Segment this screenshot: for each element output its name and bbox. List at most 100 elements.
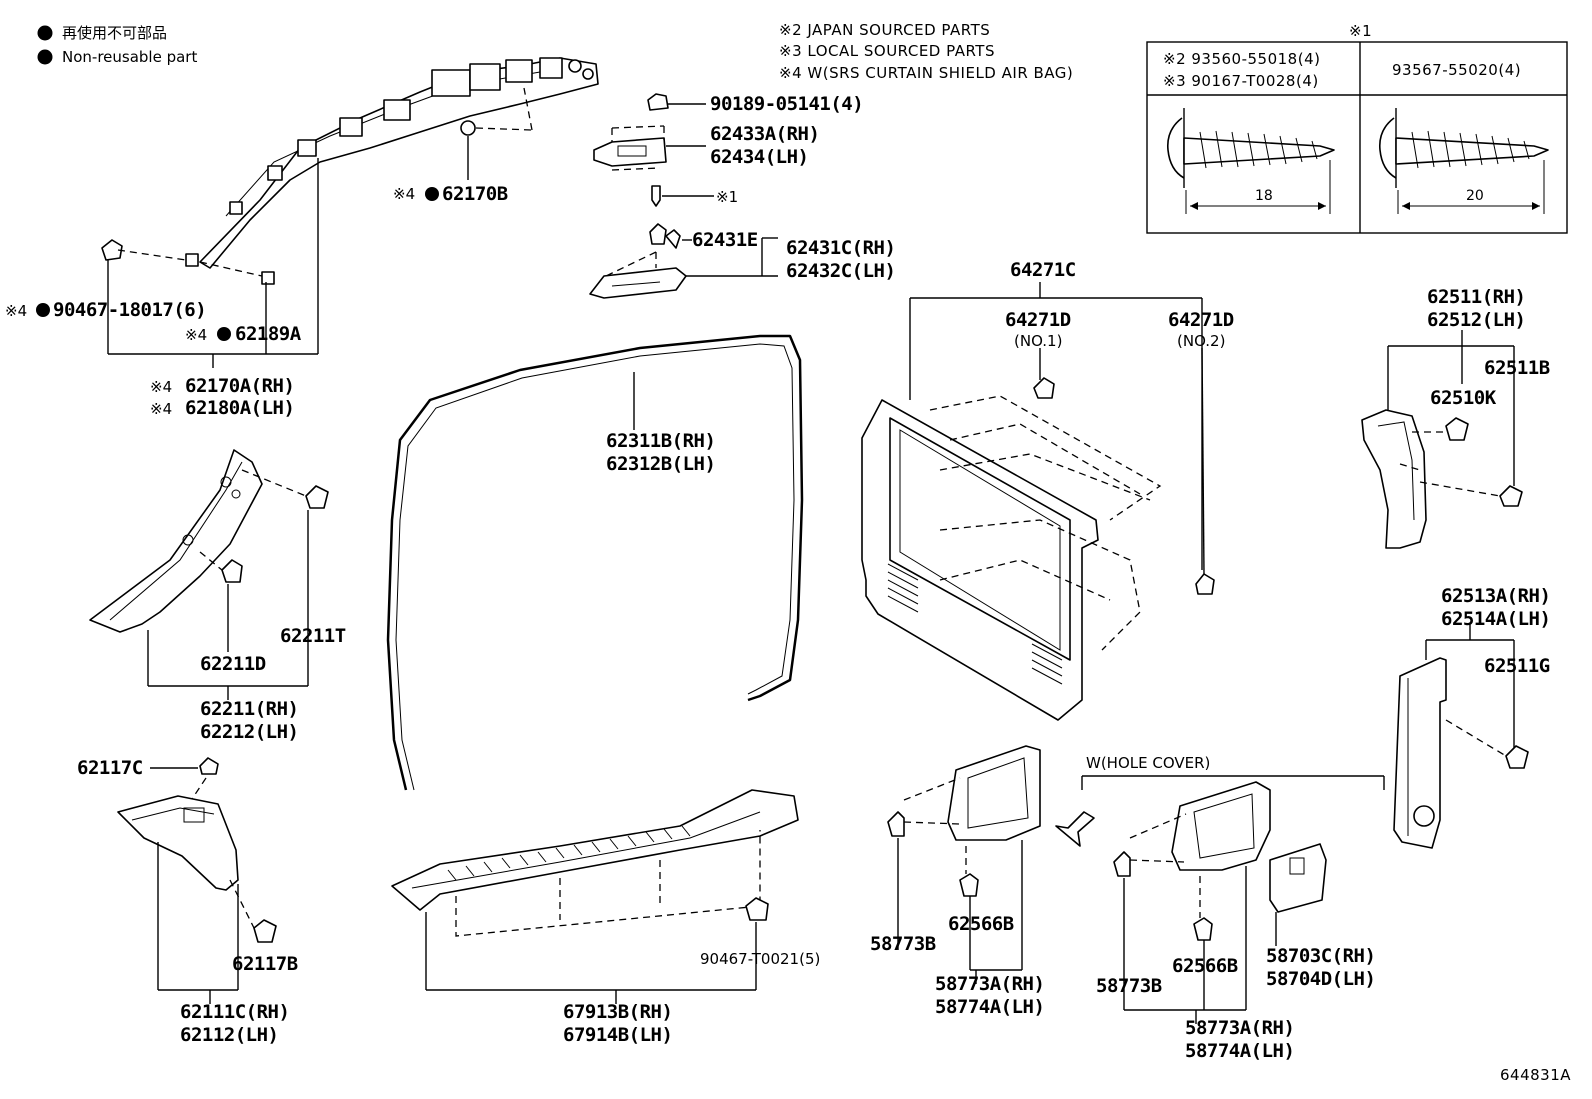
vent-icon	[887, 563, 919, 613]
label-62311b: 62311B(RH)	[606, 430, 715, 452]
screw-table: ※1 ※2 93560-55018(4) ※3 90167-T0028(4) 9…	[1146, 22, 1568, 234]
rear-panel	[861, 282, 1215, 721]
label-62111c: 62111C(RH)	[180, 1001, 289, 1023]
label-67913b: 67913B(RH)	[563, 1001, 672, 1023]
pillar-garnish-upper	[1361, 330, 1523, 549]
screw-left-line2: ※3 90167-T0028(4)	[1163, 72, 1319, 90]
label-62211d: 62211D	[200, 653, 266, 675]
clip-icon	[745, 897, 769, 921]
label-58773b-a: 58773B	[870, 933, 936, 955]
legend-en: Non-reusable part	[62, 48, 197, 66]
label-62211: 62211(RH)	[200, 698, 298, 720]
curtain-shield-airbag	[101, 57, 599, 368]
label-62112: 62112(LH)	[180, 1024, 278, 1046]
label-62189a: 62189A	[235, 323, 302, 345]
label-64271c: 64271C	[1010, 259, 1076, 281]
label-62431c: 62431C(RH)	[786, 237, 895, 259]
label-62514a: 62514A(LH)	[1441, 608, 1550, 630]
deck-trim-a	[887, 745, 1095, 984]
label-mark4: ※4	[393, 185, 415, 203]
clip-icon	[460, 120, 476, 136]
label-no1: (NO.1)	[1014, 332, 1062, 350]
label-62211t: 62211T	[280, 625, 346, 647]
clip-icon	[253, 919, 277, 943]
door-weatherstrip	[386, 334, 804, 791]
non-reusable-bullet-icon	[37, 25, 53, 41]
label-mark4: ※4	[5, 302, 27, 320]
label-mark4: ※4	[150, 378, 172, 396]
clip-icon	[1499, 485, 1523, 507]
label-67914b: 67914B(LH)	[563, 1024, 672, 1046]
label-62513a: 62513A(RH)	[1441, 585, 1550, 607]
label-90467-18017: 90467-18017(6)	[53, 299, 206, 321]
clip-icon	[649, 223, 667, 245]
label-mark4: ※4	[185, 326, 207, 344]
screw-right-length: 20	[1466, 188, 1484, 204]
note-japan-sourced: ※2 JAPAN SOURCED PARTS	[779, 21, 990, 39]
label-62566b-a: 62566B	[948, 913, 1014, 935]
non-reusable-bullet-icon	[37, 49, 53, 65]
pillar-garnish-lower	[1393, 624, 1529, 849]
label-62511b: 62511B	[1484, 357, 1550, 379]
clip-icon	[1193, 917, 1213, 941]
cowl-side-trim	[117, 757, 277, 1004]
legend: 再使用不可部品 Non-reusable part	[37, 24, 197, 66]
clip-icon	[1113, 851, 1131, 877]
label-62511: 62511(RH)	[1427, 286, 1525, 308]
screw-left-length: 18	[1255, 188, 1273, 204]
label-58773a-a: 58773A(RH)	[935, 973, 1044, 995]
clip-icon	[887, 811, 905, 837]
clip-icon	[1033, 377, 1055, 399]
label-58774a-a: 58774A(LH)	[935, 996, 1044, 1018]
label-62117b: 62117B	[232, 953, 298, 975]
label-62512: 62512(LH)	[1427, 309, 1525, 331]
non-reusable-bullet-icon	[425, 187, 439, 201]
label-mark1: ※1	[716, 188, 738, 206]
note-curtain-airbag: ※4 W(SRS CURTAIN SHIELD AIR BAG)	[779, 64, 1073, 82]
deck-trim-b	[1081, 775, 1385, 1024]
label-58773a-b: 58773A(RH)	[1185, 1017, 1294, 1039]
label-62170b: 62170B	[442, 183, 508, 205]
screw-icon	[651, 185, 661, 207]
label-62434: 62434(LH)	[710, 146, 808, 168]
screw-right-header: 93567-55020(4)	[1392, 61, 1521, 79]
non-reusable-bullet-icon	[217, 327, 231, 341]
label-58704d: 58704D(LH)	[1266, 968, 1375, 990]
label-58774a-b: 58774A(LH)	[1185, 1040, 1294, 1062]
clip-icon	[665, 229, 681, 249]
label-62180a: 62180A(LH)	[185, 397, 294, 419]
label-58703c: 58703C(RH)	[1266, 945, 1375, 967]
label-62433a: 62433A(RH)	[710, 123, 819, 145]
legend-jp: 再使用不可部品	[62, 24, 167, 42]
scuff-plate	[391, 789, 799, 1004]
clip-icon	[647, 93, 669, 111]
clip-icon	[1505, 745, 1529, 769]
note-local-sourced: ※3 LOCAL SOURCED PARTS	[779, 42, 995, 60]
notes: ※2 JAPAN SOURCED PARTS ※3 LOCAL SOURCED …	[779, 21, 1073, 82]
arrow-icon	[1055, 811, 1095, 847]
label-hole-cover: W(HOLE COVER)	[1086, 754, 1210, 772]
label-90189-05141: 90189-05141(4)	[710, 93, 863, 115]
label-62432c: 62432C(LH)	[786, 260, 895, 282]
clip-icon	[1445, 417, 1469, 441]
non-reusable-bullet-icon	[36, 303, 50, 317]
label-64271d-2: 64271D	[1168, 309, 1234, 331]
screw-left-line1: ※2 93560-55018(4)	[1163, 50, 1320, 68]
clip-icon	[305, 485, 329, 509]
screw-icon	[1378, 108, 1549, 214]
screw-icon	[1166, 108, 1335, 214]
label-62510k: 62510K	[1430, 387, 1497, 409]
clip-icon	[221, 559, 243, 583]
bracket-group	[589, 93, 778, 299]
clip-icon	[101, 239, 123, 261]
label-64271d-1: 64271D	[1005, 309, 1071, 331]
clip-icon	[959, 873, 979, 897]
rib-icon	[447, 825, 691, 881]
label-no2: (NO.2)	[1177, 332, 1225, 350]
front-pillar-garnish	[89, 449, 329, 700]
label-62566b-b: 62566B	[1172, 955, 1238, 977]
diagram-id: 644831A	[1500, 1066, 1571, 1084]
label-62170a: 62170A(RH)	[185, 375, 294, 397]
label-58773b-b: 58773B	[1096, 975, 1162, 997]
